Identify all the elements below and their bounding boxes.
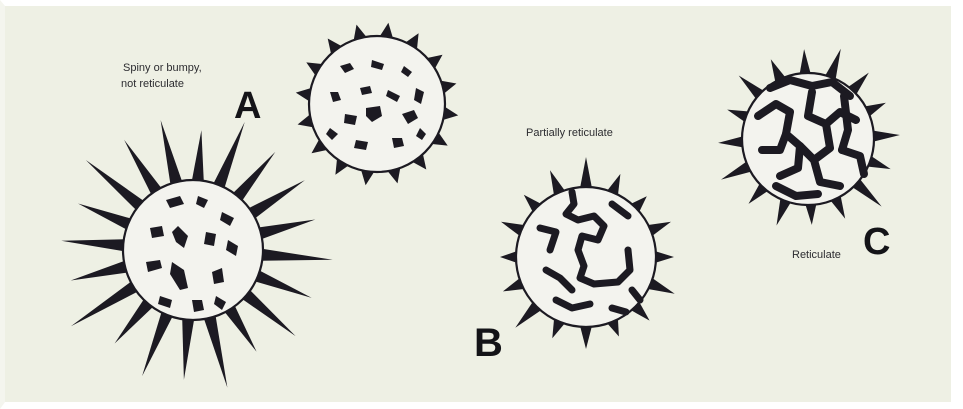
grain-a-large-body [123,180,263,320]
grain-a-large-spine [78,204,132,230]
grain-a-large-granule [150,226,164,238]
grain-a-large-spine [192,130,204,182]
grain-a-large-spine [124,140,162,195]
grain-a-large-spine [142,312,173,377]
grain-b [500,157,675,349]
grain-b-spine [580,326,592,349]
grain-a-large-spine [71,261,128,281]
grain-a-large-spine [161,120,183,185]
grain-b-muri [612,308,626,312]
label-b: B [474,321,503,365]
grain-a-large-spine [182,318,194,380]
grain-b-spine [500,251,517,263]
grain-a-large-spine [224,305,256,352]
grain-a-large-spine [213,122,245,189]
grain-a-large [61,120,332,388]
grain-c-spine [718,136,744,147]
grain-a-large-spine [261,249,333,261]
grain-b-spine [580,157,592,188]
grain-a-large-spine [248,180,305,219]
label-c: C [863,221,890,263]
grain-a-large-spine [115,299,154,344]
grain-c-spine [805,203,816,225]
grain-a-small-body [309,36,445,172]
grain-c [718,49,900,226]
grain-a-large-granule [204,232,216,246]
grain-a-large-spine [242,290,296,337]
a-caption-line1: Spiny or bumpy, [123,62,202,74]
a-caption-line2: not reticulate [121,78,184,90]
grain-a-small [296,23,458,185]
label-a: A [234,85,261,127]
grain-a-large-spine [204,315,228,388]
grain-a-large-spine [255,270,312,298]
grain-a-large-spine [71,281,138,326]
grain-b-spine [655,251,674,263]
grain-a-large-spine [233,152,276,201]
grain-a-large-spine [86,160,144,210]
c-caption: Reticulate [792,249,841,261]
b-caption: Partially reticulate [526,127,613,139]
grain-a-large-spine [258,220,315,240]
grain-a-large-spine [61,239,125,251]
grain-c-spine [800,49,811,75]
grain-c-spine [872,131,900,142]
grain-a-large-granule [192,300,204,312]
